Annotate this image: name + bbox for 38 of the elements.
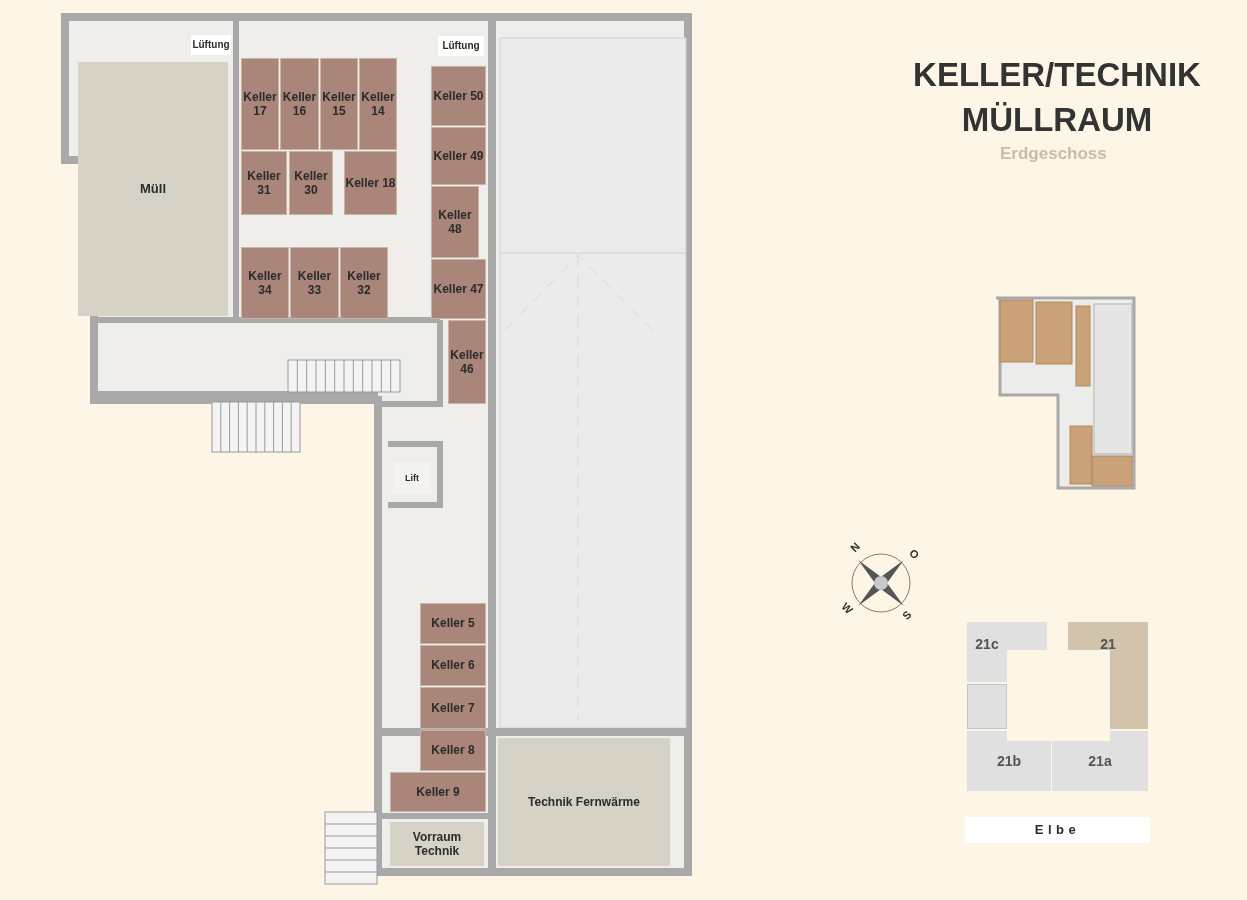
ventilation-shaft: Lüftung: [191, 35, 231, 55]
subtitle: Erdgeschoss: [1000, 144, 1107, 164]
title: KELLER/TECHNIK MÜLLRAUM: [912, 55, 1202, 140]
building-section: 21: [1068, 622, 1148, 729]
compass-letter: O: [907, 546, 922, 562]
building-section: 21a: [1052, 731, 1148, 791]
storage-room: Keller 5: [420, 603, 486, 644]
building-section: 21b: [967, 731, 1051, 791]
storage-room: Keller 33: [290, 247, 339, 319]
compass-letter: S: [899, 608, 914, 622]
storage-room: Keller 47: [431, 259, 486, 319]
storage-room: Keller 14: [359, 58, 397, 150]
storage-room: Keller 16: [280, 58, 319, 150]
storage-room: Keller 34: [241, 247, 289, 319]
compass-letter: N: [847, 539, 863, 555]
storage-room: Keller 50: [431, 66, 486, 126]
anteroom: Vorraum Technik: [390, 822, 484, 866]
storage-room: Keller 31: [241, 151, 287, 215]
storage-room: Keller 32: [340, 247, 388, 319]
storage-room: Keller 6: [420, 645, 486, 686]
storage-room: Keller 9: [390, 772, 486, 812]
ventilation-shaft: Lüftung: [438, 36, 484, 56]
storage-room: Keller 30: [289, 151, 333, 215]
storage-room: Keller 18: [344, 151, 397, 215]
building-section: 21c: [967, 622, 1047, 682]
compass-letter: W: [839, 600, 856, 616]
storage-room: Keller 49: [431, 127, 486, 185]
elevator: Lift: [393, 462, 431, 494]
storage-room: Keller 17: [241, 58, 279, 150]
technical-room: Technik Fernwärme: [498, 738, 670, 866]
storage-room: Keller 7: [420, 687, 486, 729]
building-section: [967, 684, 1007, 729]
storage-room: Keller 48: [431, 186, 479, 258]
storage-room: Keller 15: [320, 58, 358, 150]
river-label: Elbe: [965, 817, 1150, 843]
storage-room: Keller 46: [448, 320, 486, 404]
storage-room: Keller 8: [420, 730, 486, 771]
waste-room: Müll: [78, 62, 228, 316]
